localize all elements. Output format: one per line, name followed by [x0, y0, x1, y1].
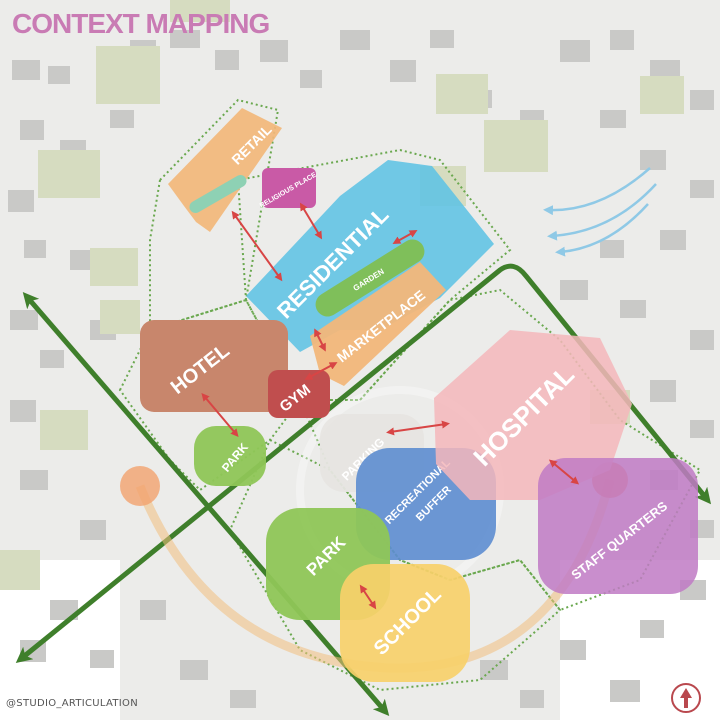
zone-staff-quarters: STAFF QUARTERS: [538, 458, 698, 594]
relationship-arrows: [201, 202, 580, 610]
circulation-axes: [15, 263, 712, 717]
zone-hotel: HOTEL: [140, 320, 288, 412]
zone-park-small: PARK: [194, 426, 266, 486]
wind-arrows-icon: [543, 167, 657, 257]
zone-gym: GYM: [268, 370, 330, 418]
zone-hospital: HOSPITAL: [434, 330, 632, 500]
zone-religious-place: RELIGIOUS PLACE: [259, 168, 318, 210]
page-title: CONTEXT MAPPING: [12, 8, 270, 39]
north-arrow-icon: [671, 683, 701, 713]
zone-school: SCHOOL: [340, 564, 470, 682]
credit-text: @STUDIO_ARTICULATION: [6, 698, 138, 709]
